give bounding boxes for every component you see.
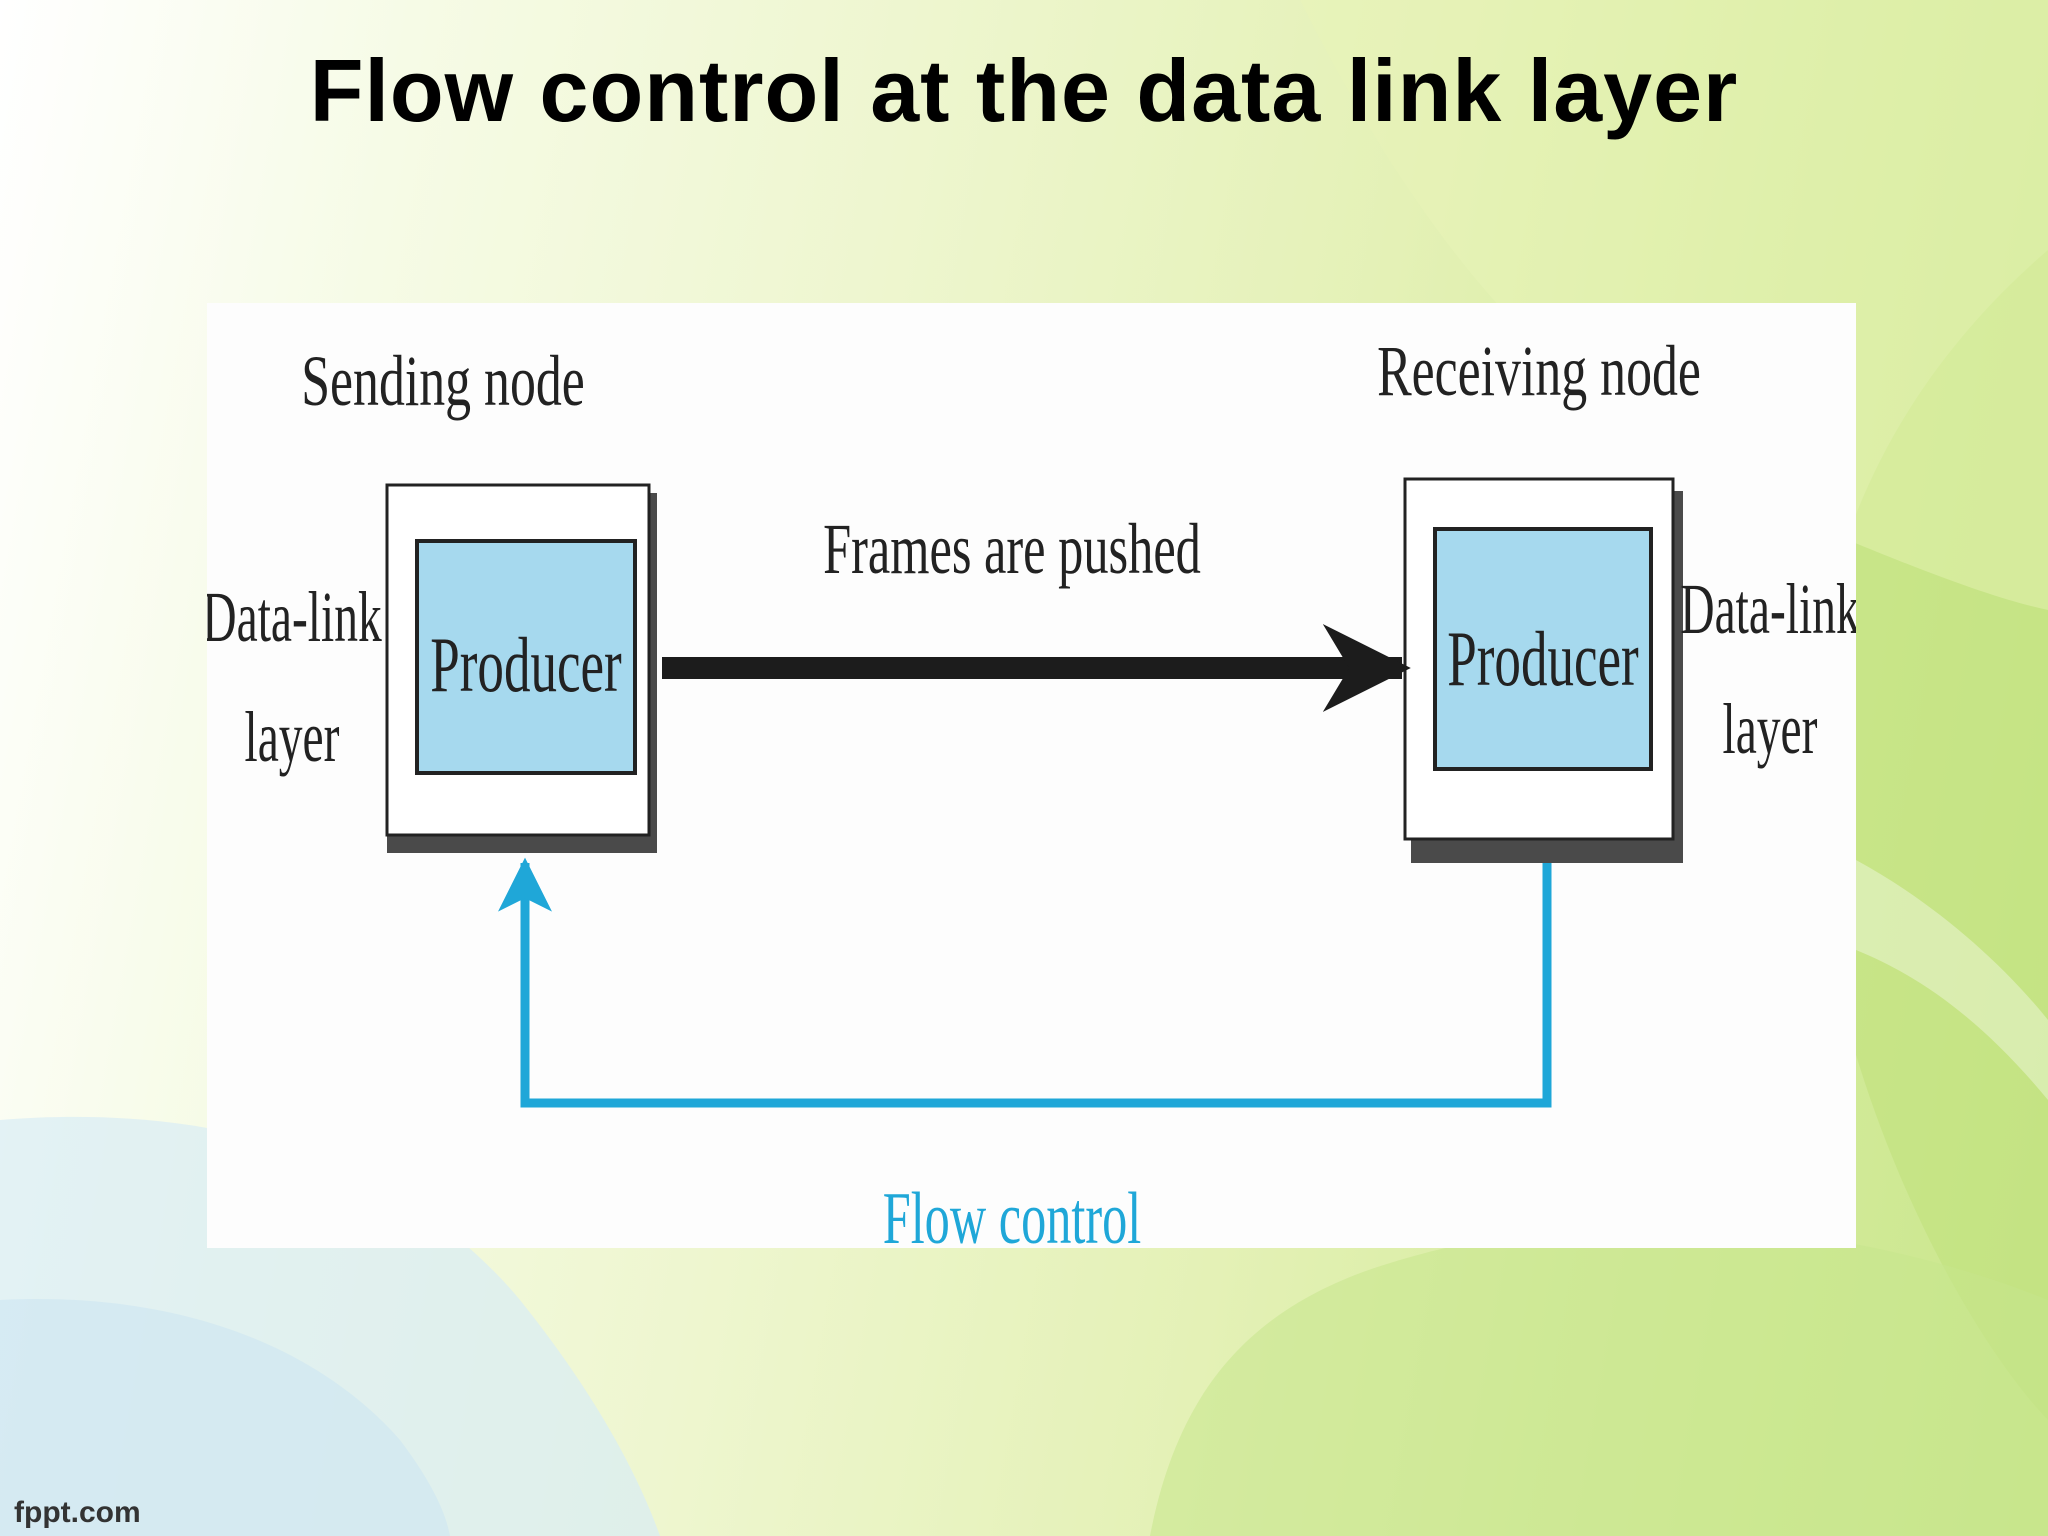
flow-control-line [498,857,1552,1108]
sending-node-heading: Sending node [301,341,585,421]
sending-producer-label: Producer [430,623,621,708]
receiving-node-heading: Receiving node [1377,331,1701,411]
flow-control-label: Flow control [883,1178,1142,1248]
footer-brand: fppt.com [14,1496,141,1529]
sending-layer-label-line1: Data-link [207,578,382,657]
receiving-layer-label-line2: layer [1723,690,1818,769]
receiving-producer-label: Producer [1447,617,1638,702]
sending-node: Sending node Producer Data-link layer [207,341,657,853]
receiving-layer-label-line1: Data-link [1680,570,1856,649]
sending-producer-box [415,539,637,775]
receiving-producer-box [1433,527,1653,771]
receiving-node: Receiving node Producer Data-link layer [1377,331,1856,863]
frames-arrow: Frames are pushed [662,510,1411,712]
flow-control-feedback: Flow control [498,857,1552,1248]
frames-arrow-label: Frames are pushed [823,510,1201,589]
slide-title: Flow control at the data link layer [309,41,1739,140]
flow-control-diagram: Sending node Producer Data-link layer Re… [207,303,1856,1248]
diagram-canvas: Sending node Producer Data-link layer Re… [207,331,1856,1248]
sending-layer-label-line2: layer [245,698,340,777]
